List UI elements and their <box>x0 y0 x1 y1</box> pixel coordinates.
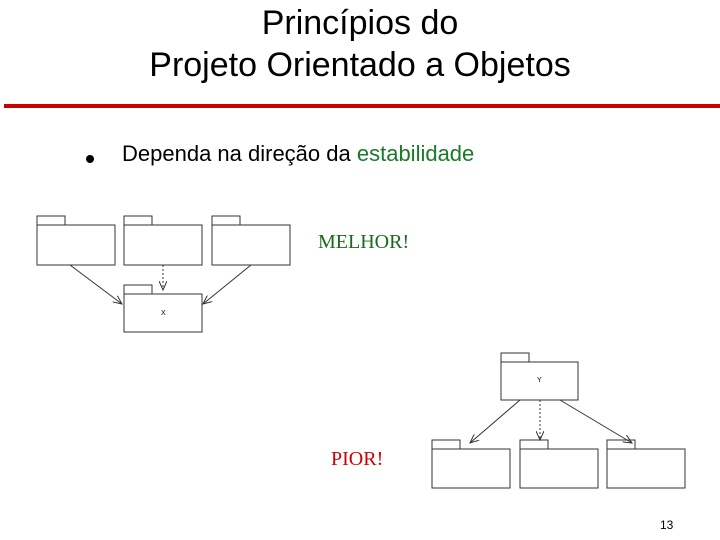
dependency-arrow <box>559 399 632 443</box>
package-top-1 <box>36 215 116 266</box>
slide-title-line-2: Projeto Orientado a Objetos <box>149 46 571 84</box>
package-y-label: Y <box>537 377 542 384</box>
bullet-text: Dependa na direção da estabilidade <box>122 140 474 168</box>
package-bottom-1 <box>431 439 511 489</box>
package-bottom-3 <box>606 439 686 489</box>
package-x: X <box>123 284 203 333</box>
dependency-arrow <box>470 399 521 443</box>
title-divider <box>4 104 720 108</box>
dependency-arrow <box>69 264 122 304</box>
better-diagram: X <box>36 215 291 333</box>
slide-title-line-1: Princípios do <box>261 4 459 42</box>
page-number: 13 <box>660 518 674 532</box>
better-label: MELHOR! <box>318 231 410 253</box>
package-y: Y <box>500 352 579 401</box>
bullet-text-main: Dependa na direção da <box>122 141 357 166</box>
bullet-icon <box>86 155 94 163</box>
package-x-label: X <box>161 310 166 317</box>
package-top-2 <box>123 215 203 266</box>
slide-title: Princípios do Projeto Orientado a Objeto… <box>0 2 720 86</box>
bullet-highlight: estabilidade <box>356 141 475 166</box>
dependency-arrow <box>203 264 252 304</box>
worse-diagram: Y <box>431 352 686 489</box>
worse-label: PIOR! <box>331 448 384 470</box>
package-bottom-2 <box>519 439 599 489</box>
package-top-3 <box>211 215 291 266</box>
